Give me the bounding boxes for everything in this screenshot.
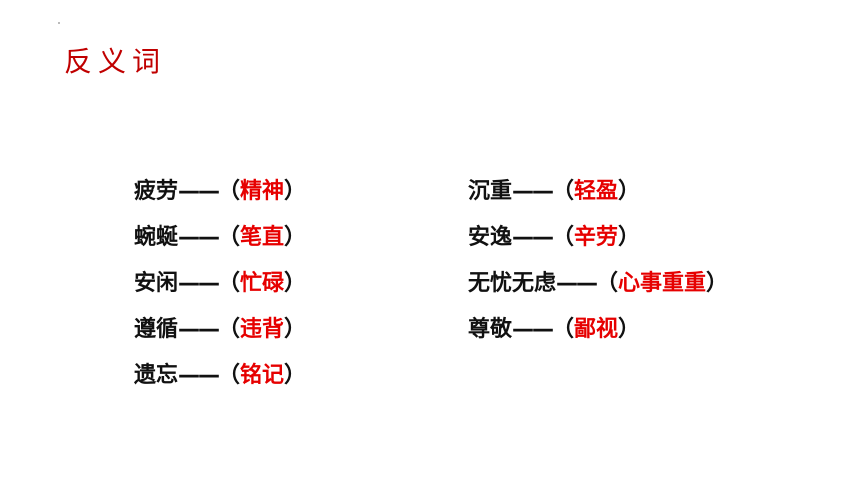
word: 尊敬 [468, 317, 513, 342]
corner-dot [58, 22, 60, 24]
answer: 精神 [240, 179, 285, 204]
word: 疲劳 [134, 179, 179, 204]
dash: —— [178, 225, 220, 250]
answer: 轻盈 [574, 179, 619, 204]
list-item: 尊敬——（鄙视） [468, 310, 728, 356]
paren-close: ） [284, 179, 307, 204]
list-item: 疲劳——（精神） [134, 172, 306, 218]
paren-open: （ [218, 317, 241, 342]
word: 无忧无虑 [468, 271, 557, 296]
list-item: 安闲——（忙碌） [134, 264, 306, 310]
word: 安逸 [468, 225, 513, 250]
dash: —— [178, 363, 220, 388]
answer: 鄙视 [574, 317, 619, 342]
answer: 辛劳 [574, 225, 619, 250]
right-column: 沉重——（轻盈） 安逸——（辛劳） 无忧无虑——（心事重重） 尊敬——（鄙视） [468, 172, 728, 356]
list-item: 安逸——（辛劳） [468, 218, 728, 264]
word: 安闲 [134, 271, 179, 296]
list-item: 无忧无虑——（心事重重） [468, 264, 728, 310]
paren-open: （ [218, 225, 241, 250]
word: 遗忘 [134, 363, 179, 388]
dash: —— [178, 317, 220, 342]
paren-open: （ [596, 271, 619, 296]
paren-close: ） [284, 225, 307, 250]
word: 沉重 [468, 179, 513, 204]
list-item: 遗忘——（铭记） [134, 356, 306, 402]
paren-close: ） [618, 225, 641, 250]
paren-close: ） [284, 271, 307, 296]
dash: —— [178, 179, 220, 204]
answer: 心事重重 [618, 271, 707, 296]
paren-open: （ [552, 317, 575, 342]
answer: 笔直 [240, 225, 285, 250]
page-title: 反义词 [64, 45, 167, 78]
dash: —— [512, 225, 554, 250]
paren-open: （ [218, 179, 241, 204]
answer: 铭记 [240, 363, 285, 388]
paren-open: （ [218, 271, 241, 296]
paren-close: ） [618, 317, 641, 342]
word: 遵循 [134, 317, 179, 342]
dash: —— [512, 317, 554, 342]
list-item: 遵循——（违背） [134, 310, 306, 356]
answer: 忙碌 [240, 271, 285, 296]
word: 蜿蜒 [134, 225, 179, 250]
paren-close: ） [618, 179, 641, 204]
paren-open: （ [218, 363, 241, 388]
paren-close: ） [284, 363, 307, 388]
list-item: 蜿蜒——（笔直） [134, 218, 306, 264]
dash: —— [556, 271, 598, 296]
paren-close: ） [284, 317, 307, 342]
answer: 违背 [240, 317, 285, 342]
dash: —— [178, 271, 220, 296]
paren-open: （ [552, 225, 575, 250]
paren-open: （ [552, 179, 575, 204]
left-column: 疲劳——（精神） 蜿蜒——（笔直） 安闲——（忙碌） 遵循——（违背） 遗忘——… [134, 172, 306, 402]
list-item: 沉重——（轻盈） [468, 172, 728, 218]
dash: —— [512, 179, 554, 204]
paren-close: ） [706, 271, 729, 296]
